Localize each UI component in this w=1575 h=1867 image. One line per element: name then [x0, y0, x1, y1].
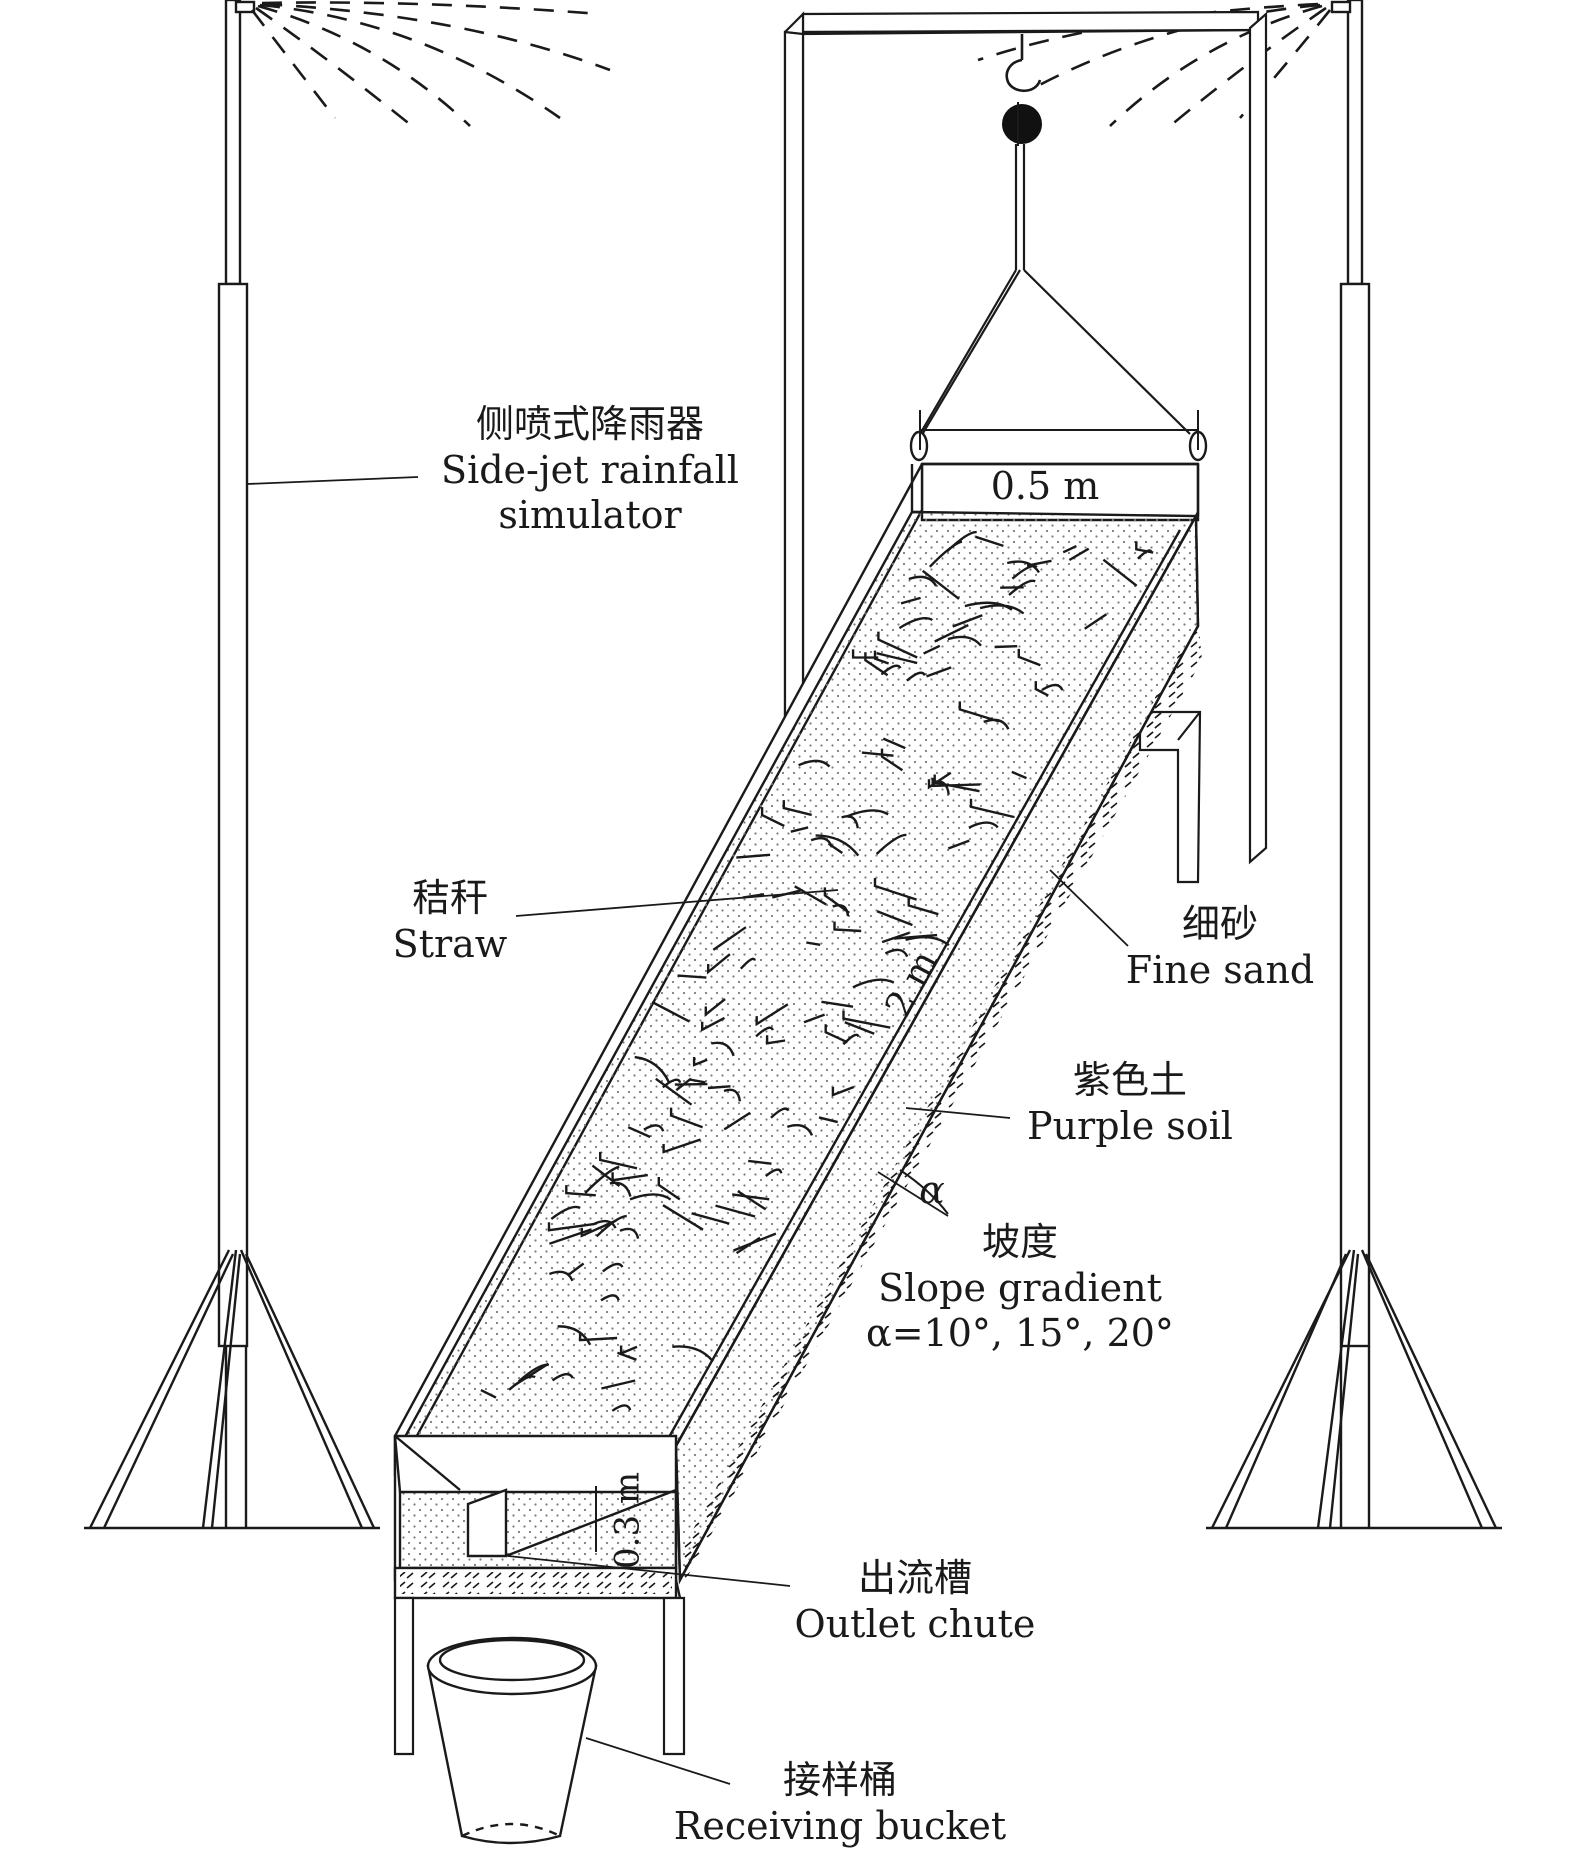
label-slope-gradient-zh: 坡度: [860, 1220, 1180, 1266]
label-outlet-chute-en: Outlet chute: [770, 1602, 1060, 1648]
label-rainfall-simulator-en-1: Side-jet rainfall: [430, 448, 750, 494]
label-outlet-chute: 出流槽 Outlet chute: [770, 1556, 1060, 1647]
label-fine-sand-zh: 细砂: [1100, 902, 1340, 948]
straw-piece: [675, 1084, 708, 1085]
label-outlet-chute-zh: 出流槽: [770, 1556, 1060, 1602]
spray-left: [252, 2, 610, 126]
label-straw-en: Straw: [370, 922, 530, 968]
label-receiving-bucket-zh: 接样桶: [660, 1758, 1020, 1804]
label-straw-zh: 秸秆: [370, 876, 530, 922]
dim-width-label: 0.5 m: [955, 464, 1135, 510]
hoist-cable: [920, 144, 1190, 438]
label-fine-sand-en: Fine sand: [1100, 948, 1340, 994]
label-straw: 秸秆 Straw: [370, 876, 530, 967]
label-rainfall-simulator: 侧喷式降雨器 Side-jet rainfall simulator: [430, 402, 750, 539]
label-fine-sand: 细砂 Fine sand: [1100, 902, 1340, 993]
receiving-bucket: [428, 1638, 596, 1843]
label-slope-gradient-values: α=10°, 15°, 20°: [860, 1311, 1180, 1357]
rainfall-simulator-left: [84, 0, 380, 1528]
cable-shackles: [911, 432, 1206, 460]
angle-symbol: α: [912, 1168, 952, 1214]
dim-depth-label: 0.3 m: [608, 1460, 649, 1580]
label-purple-soil-en: Purple soil: [1010, 1104, 1250, 1150]
label-purple-soil: 紫色土 Purple soil: [1010, 1058, 1250, 1149]
straw-piece: [995, 646, 1018, 647]
label-rainfall-simulator-zh: 侧喷式降雨器: [430, 402, 750, 448]
label-rainfall-simulator-en-2: simulator: [430, 493, 750, 539]
label-slope-gradient-en: Slope gradient: [860, 1266, 1180, 1312]
label-receiving-bucket-en: Receiving bucket: [660, 1804, 1020, 1850]
label-slope-gradient: 坡度 Slope gradient α=10°, 15°, 20°: [860, 1220, 1180, 1357]
label-purple-soil-zh: 紫色土: [1010, 1058, 1250, 1104]
label-receiving-bucket: 接样桶 Receiving bucket: [660, 1758, 1020, 1849]
straw-piece: [708, 1086, 731, 1088]
pulley: [1002, 102, 1042, 146]
